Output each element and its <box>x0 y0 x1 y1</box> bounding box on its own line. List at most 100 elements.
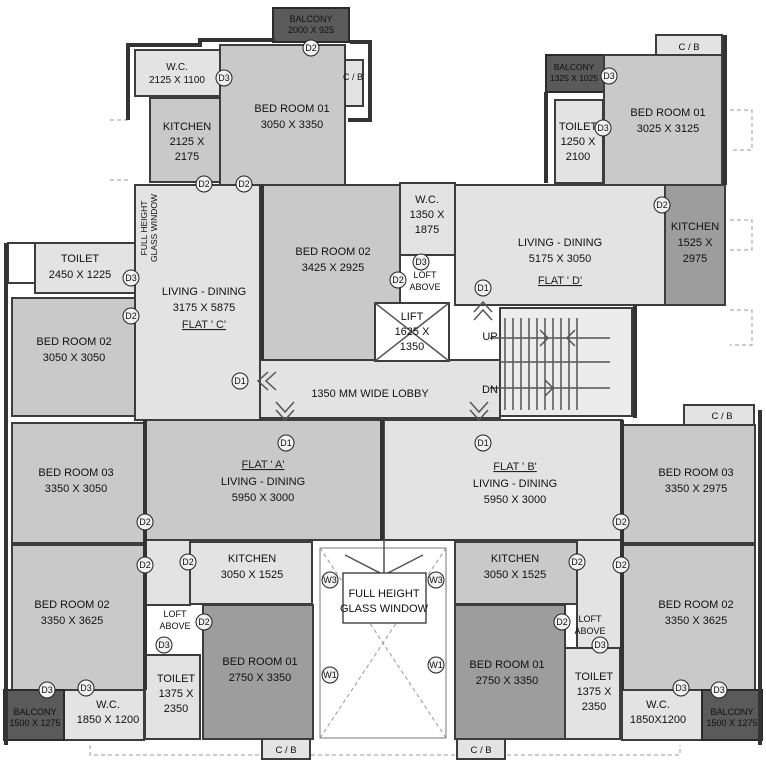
c-wc <box>134 49 221 97</box>
svg-text:D2: D2 <box>615 560 627 570</box>
c-wc-label: W.C.2125 X 1100 <box>149 62 205 86</box>
svg-text:W1: W1 <box>323 670 337 680</box>
b-wc <box>621 689 703 741</box>
svg-text:D1: D1 <box>477 283 489 293</box>
svg-text:D1: D1 <box>234 376 246 386</box>
b-cb-top-label: C / B <box>711 411 732 422</box>
svg-text:D2: D2 <box>556 617 568 627</box>
tag-w3: W3 <box>321 571 339 589</box>
b-cb-top <box>683 404 755 426</box>
a-flat-label: FLAT ' A' <box>242 459 285 471</box>
walls <box>4 35 762 745</box>
c-flat-label: FLAT ' C' <box>182 319 226 331</box>
svg-text:D2: D2 <box>615 517 627 527</box>
svg-text:W3: W3 <box>323 575 337 585</box>
tag-d3: D3 <box>412 253 430 271</box>
c-bedroom-02 <box>11 297 136 417</box>
d-wc <box>399 182 456 256</box>
tag-d3: D3 <box>155 636 173 654</box>
svg-text:D1: D1 <box>280 438 292 448</box>
c-cb-label: C / B <box>343 72 363 82</box>
tag-d2: D2 <box>122 307 140 325</box>
tag-d2: D2 <box>612 556 630 574</box>
d-kitchen <box>664 184 726 306</box>
tag-d2: D2 <box>235 175 253 193</box>
tag-w1: W1 <box>321 666 339 684</box>
tag-d2: D2 <box>612 513 630 531</box>
svg-text:D3: D3 <box>41 685 53 695</box>
tag-d2: D2 <box>553 613 571 631</box>
a-bedroom-02 <box>11 544 146 691</box>
tag-d1: D1 <box>474 434 492 452</box>
b-kitchen <box>454 541 578 605</box>
a-cb-label: C / B <box>275 745 296 756</box>
svg-text:D3: D3 <box>713 685 725 695</box>
a-passage <box>144 539 191 606</box>
svg-text:D2: D2 <box>238 179 250 189</box>
svg-text:D3: D3 <box>594 640 606 650</box>
a-toilet <box>144 654 201 740</box>
tag-d2: D2 <box>389 271 407 289</box>
tag-d3: D3 <box>122 269 140 287</box>
c-cb <box>344 59 364 107</box>
b-cb <box>456 738 506 760</box>
light-well <box>319 420 447 739</box>
svg-text:W1: W1 <box>429 660 443 670</box>
stair-dn-label: DN <box>482 384 498 396</box>
tag-d3: D3 <box>77 679 95 697</box>
stair-treads <box>490 318 610 410</box>
svg-text:D3: D3 <box>603 71 615 81</box>
tag-d2: D2 <box>136 513 154 531</box>
tag-d3: D3 <box>38 681 56 699</box>
svg-text:D3: D3 <box>125 273 137 283</box>
svg-text:D3: D3 <box>675 683 687 693</box>
svg-text:W3: W3 <box>429 575 443 585</box>
b-balcony <box>701 689 763 741</box>
d-toilet <box>554 99 604 184</box>
svg-text:D2: D2 <box>571 557 583 567</box>
svg-text:D3: D3 <box>158 640 170 650</box>
svg-text:D1: D1 <box>477 438 489 448</box>
c-kitchen <box>149 97 221 183</box>
b-bedroom-02 <box>621 544 756 691</box>
svg-text:D2: D2 <box>139 560 151 570</box>
a-cb <box>261 738 311 760</box>
svg-text:D3: D3 <box>218 73 230 83</box>
tag-d2: D2 <box>195 175 213 193</box>
entry-arrows <box>256 300 493 422</box>
d-balcony <box>545 54 605 93</box>
tag-d2: D2 <box>179 553 197 571</box>
svg-text:D3: D3 <box>80 683 92 693</box>
tag-d1: D1 <box>474 279 492 297</box>
b-wc-label: W.C.1850X1200 <box>630 699 686 726</box>
a-living-dining <box>144 419 383 541</box>
svg-text:D2: D2 <box>305 43 317 53</box>
tag-d3: D3 <box>600 67 618 85</box>
svg-text:D2: D2 <box>392 275 404 285</box>
tag-d3: D3 <box>591 636 609 654</box>
